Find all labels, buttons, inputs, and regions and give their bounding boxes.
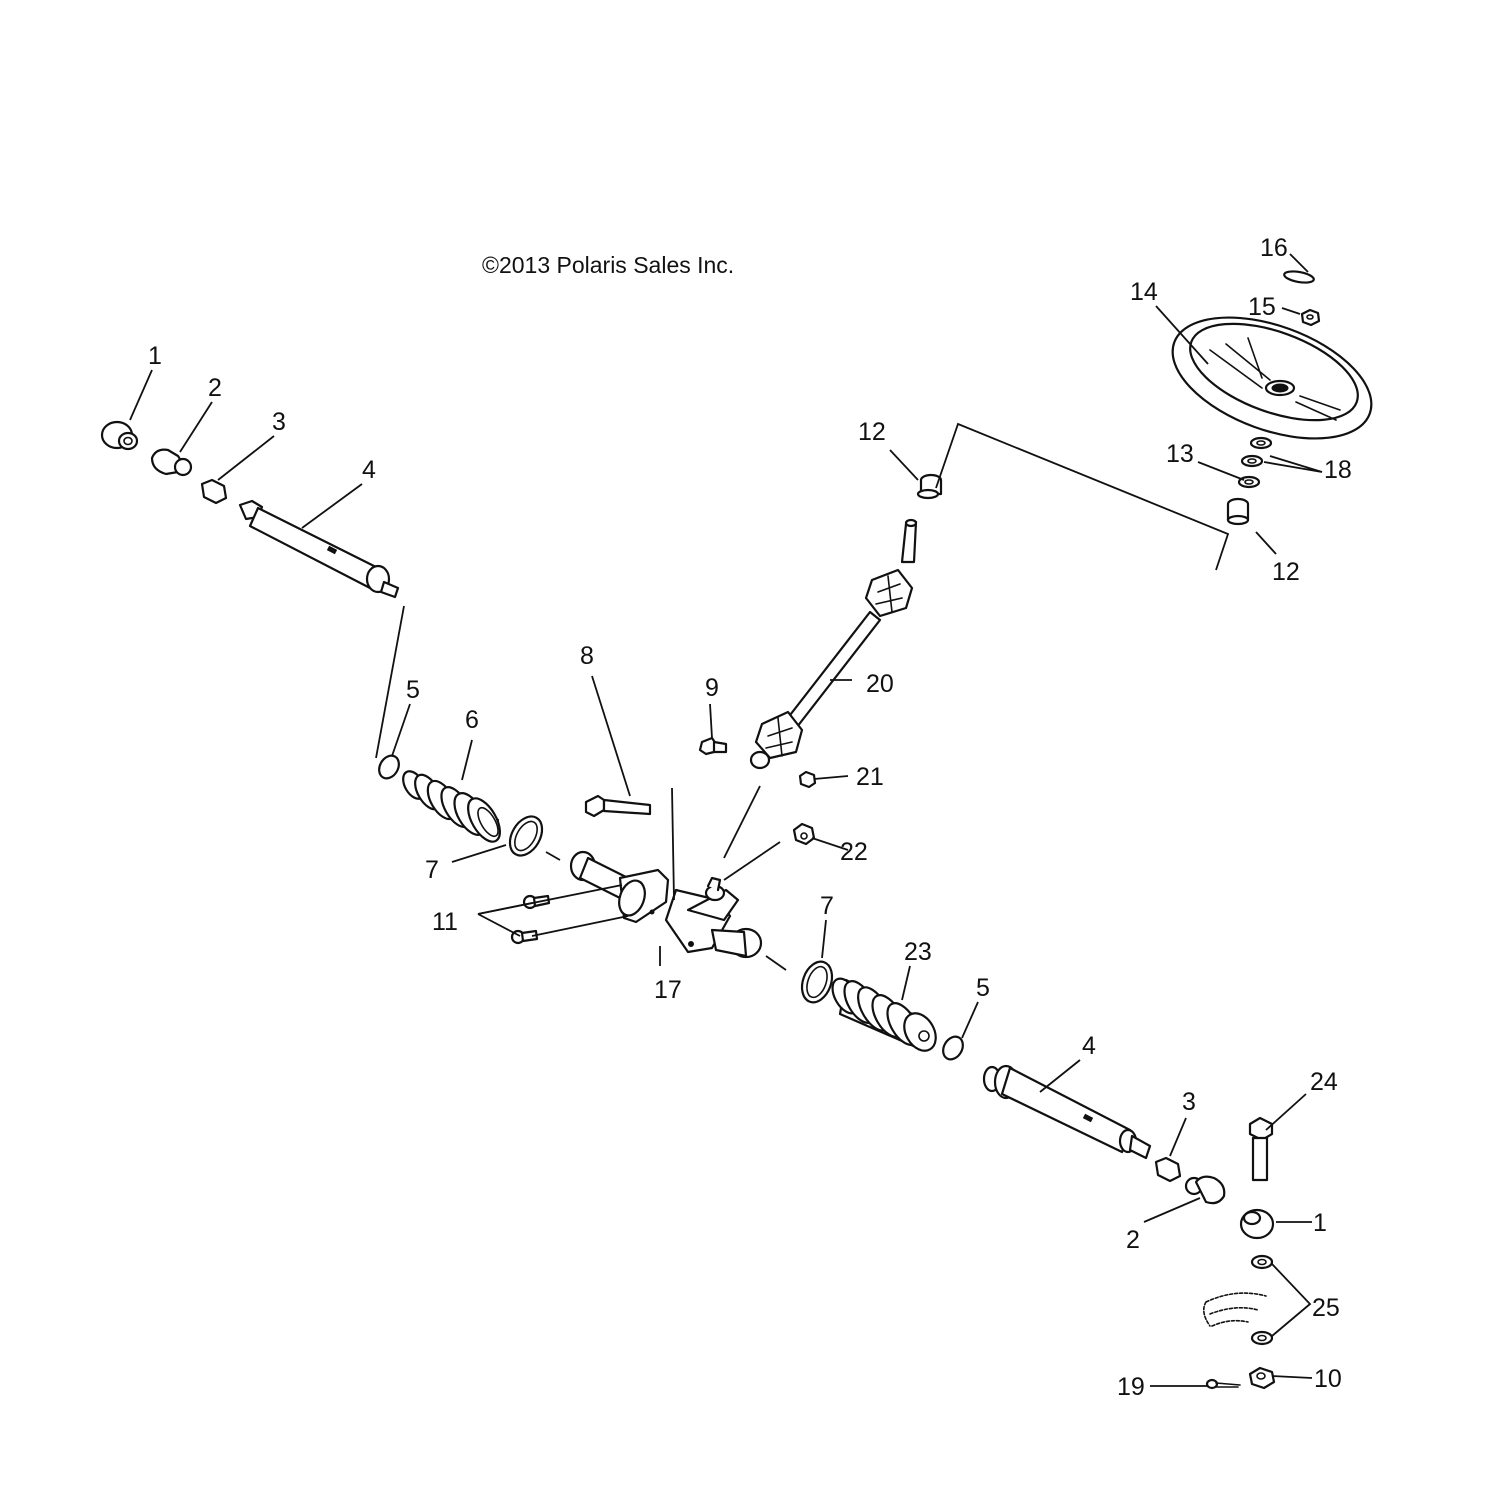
copyright-notice: ©2013 Polaris Sales Inc. [482,252,735,278]
steering-boot-right [831,977,937,1052]
callout-2-left: 2 [208,374,222,402]
callout-1-right: 1 [1313,1209,1327,1237]
jam-nut-left [200,478,228,505]
callout-2-right: 2 [1126,1226,1140,1254]
callout-19: 19 [1117,1373,1145,1401]
callout-4-left: 4 [362,456,376,484]
tie-rod-end-left [100,420,139,451]
callout-3-left: 3 [272,408,286,436]
leader-lines [129,253,1323,1387]
callout-7-right: 7 [820,892,834,920]
steering-rack-assembly [569,850,763,959]
cotter-pin [1205,1378,1241,1390]
steering-wheel-cap [1283,270,1315,284]
callout-8: 8 [580,642,594,670]
castle-nut-right [1248,1366,1276,1390]
shaft-nut [798,770,817,789]
callout-25: 25 [1312,1294,1340,1322]
pinion-nut [792,822,816,846]
callout-24: 24 [1310,1068,1338,1096]
callout-14: 14 [1130,278,1158,306]
callout-10: 10 [1314,1365,1342,1393]
callout-21: 21 [856,763,884,791]
boot-clamp-small-left [378,754,400,780]
washer-stack [1237,436,1273,489]
knuckle-sketch [1202,1292,1267,1327]
callout-17: 17 [654,976,682,1004]
callout-3-right: 3 [1182,1088,1196,1116]
pinion-bolt [698,736,728,756]
callout-20: 20 [866,670,894,698]
callout-18: 18 [1324,456,1352,484]
callout-16: 16 [1260,234,1288,262]
tie-rod-end-right [1239,1208,1275,1240]
callout-12-lower: 12 [1272,558,1300,586]
tie-rod-bolt-right [1248,1116,1274,1182]
callout-4-right: 4 [1082,1032,1096,1060]
callout-7-left: 7 [425,856,439,884]
steering-wheel [1171,316,1373,440]
steering-boot-left [402,770,501,843]
steering-wheel-nut [1300,308,1321,327]
callout-22: 22 [840,838,868,866]
steering-shaft [749,518,918,770]
callout-13: 13 [1166,440,1194,468]
callout-labels: 1 2 3 4 5 6 7 8 9 20 21 22 11 17 7 23 5 … [148,234,1352,1401]
boot-clamp-large-right [800,960,834,1004]
rack-clamp-bolt [584,794,652,818]
boot-clamp-small-right [942,1035,964,1061]
callout-5-left: 5 [406,676,420,704]
boot-clamp-large-left [508,815,544,857]
jam-nut-right [1154,1156,1182,1183]
callout-6: 6 [465,706,479,734]
washer-upper-right [1250,1254,1274,1270]
bushing-upper [916,473,943,500]
callout-11: 11 [432,908,458,936]
ball-joint-right [1184,1175,1226,1205]
callout-15: 15 [1248,293,1276,321]
inner-tie-rod-right [982,1064,1152,1160]
callout-5-right: 5 [976,974,990,1002]
washer-lower-right [1250,1330,1274,1346]
inner-tie-rod-left [238,499,400,599]
callout-23: 23 [904,938,932,966]
callout-12-upper: 12 [858,418,886,446]
ball-joint-left [150,448,193,477]
bushing-lower [1226,497,1250,526]
callout-9: 9 [705,674,719,702]
mounting-bolt-lower [510,929,539,945]
callout-1-left: 1 [148,342,162,370]
